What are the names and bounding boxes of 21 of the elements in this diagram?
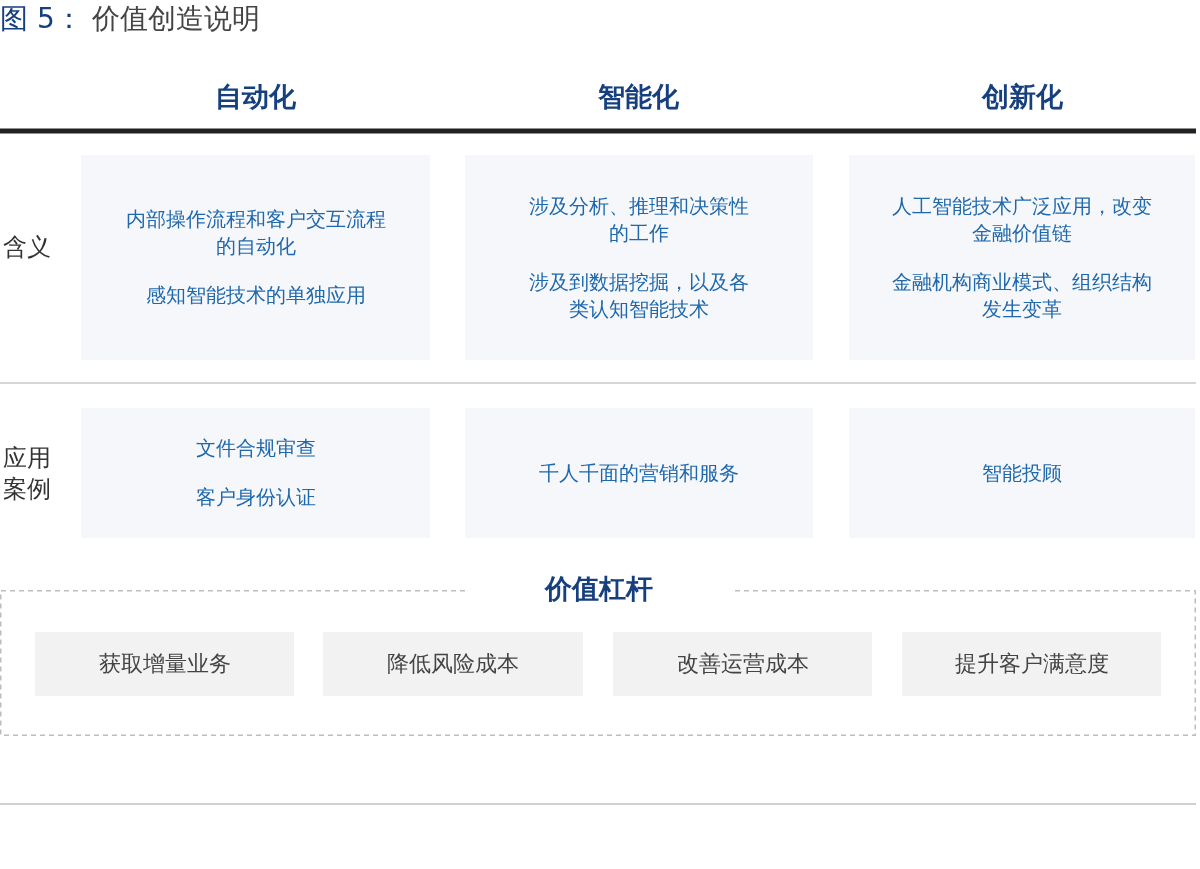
card-text: 千人千面的营销和服务 [539, 459, 739, 487]
column-heading: 智能化 [596, 80, 680, 114]
row-heading: 应用案例 [3, 443, 52, 505]
row-heading: 含义 [3, 232, 52, 263]
group-heading: 价值杠杆 [545, 572, 653, 606]
column-heading: 创新化 [980, 80, 1064, 114]
card-text: 智能投顾 [982, 459, 1062, 487]
card-text: 改善运营成本 [676, 650, 809, 678]
card-text: 降低风险成本 [387, 650, 519, 678]
card-text: 内部操作流程和客户交互流程的自动化 [124, 206, 387, 260]
card-text: 客户身份认证 [195, 484, 316, 511]
card-text: 金融机构商业模式、组织结构发生变革 [891, 268, 1153, 323]
card-text: 涉及到数据挖掘，以及各类认知智能技术 [528, 268, 750, 323]
card-text: 文件合规审查 [195, 435, 316, 462]
card-text: 获取增量业务 [98, 650, 231, 678]
column-heading: 自动化 [213, 80, 297, 114]
card-text: 人工智能技术广泛应用，改变金融价值链 [891, 192, 1153, 247]
card-text: 感知智能技术的单独应用 [145, 282, 366, 309]
card-text: 提升客户满意度 [954, 650, 1109, 678]
card-text: 涉及分析、推理和决策性的工作 [528, 192, 750, 247]
figure-title: 图 5： 价值创造说明 [0, 1, 260, 37]
